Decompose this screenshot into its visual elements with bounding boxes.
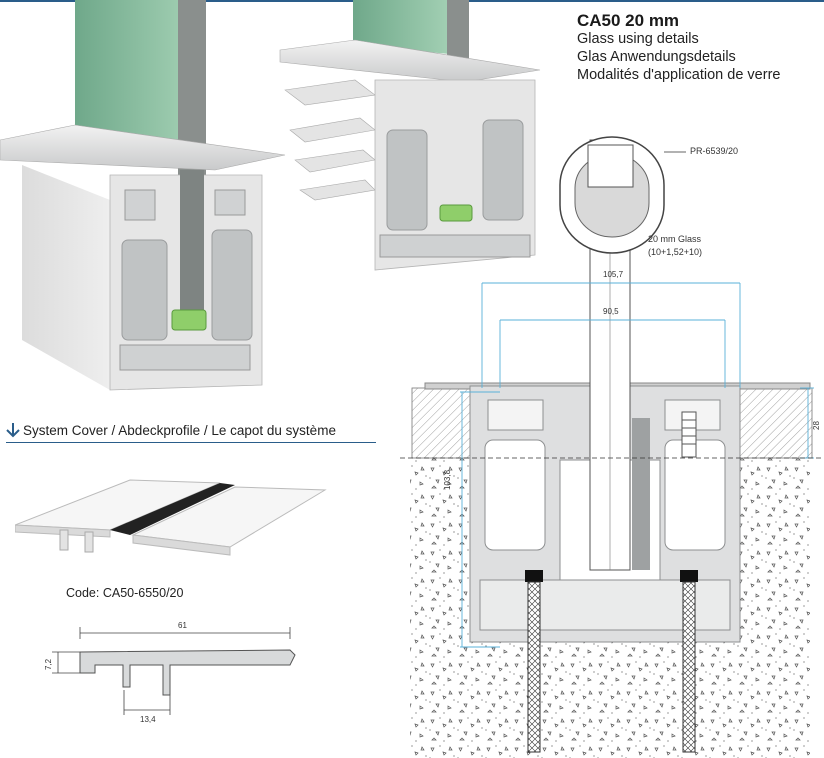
title-block: CA50 20 mm Glass using details Glas Anwe… xyxy=(577,12,780,84)
cover-product-render xyxy=(15,479,327,556)
cover-code-label: Code: CA50-6550/20 xyxy=(66,586,184,600)
heading-sep-1: / xyxy=(107,423,119,438)
heading-fr: Le capot du système xyxy=(211,423,336,438)
block-side xyxy=(22,165,110,390)
title-main: CA50 20 mm xyxy=(577,11,680,30)
dimension-lines xyxy=(460,282,814,648)
cover-dim-leg-spacing: 13,4 xyxy=(140,715,156,724)
dim-slab: 28 xyxy=(812,421,821,430)
dim-inner: 90,5 xyxy=(603,307,619,316)
section-rule xyxy=(6,442,376,443)
section-drawing xyxy=(400,136,824,758)
system-cover-heading: System Cover / Abdeckprofile / Le capot … xyxy=(6,422,336,438)
glass-panel xyxy=(353,0,460,55)
profile-render-right xyxy=(279,0,541,271)
title-de: Glas Anwendungsdetails xyxy=(577,49,736,65)
cover-profile-drawing xyxy=(52,627,296,715)
glass-panel xyxy=(75,0,205,150)
dim-outer: 105,7 xyxy=(603,270,624,279)
top-cover-plate xyxy=(0,124,286,171)
cover-dim-height: 7,2 xyxy=(44,658,53,670)
cap-label: PR-6539/20 xyxy=(690,146,739,156)
profile-render-left xyxy=(0,0,286,391)
arrow-down-icon xyxy=(6,423,20,438)
heading-en: System Cover xyxy=(23,423,108,438)
dim-depth: 103,8 xyxy=(443,469,452,490)
heading-de: Abdeckprofile xyxy=(118,423,201,438)
heading-sep-2: / xyxy=(200,423,212,438)
glass-label: 20 mm Glass xyxy=(648,234,702,244)
title-fr: Modalités d'application de verre xyxy=(577,67,781,83)
title-en: Glass using details xyxy=(577,31,699,47)
cover-dim-width: 61 xyxy=(178,621,187,630)
glass-spec: (10+1,52+10) xyxy=(648,247,703,257)
